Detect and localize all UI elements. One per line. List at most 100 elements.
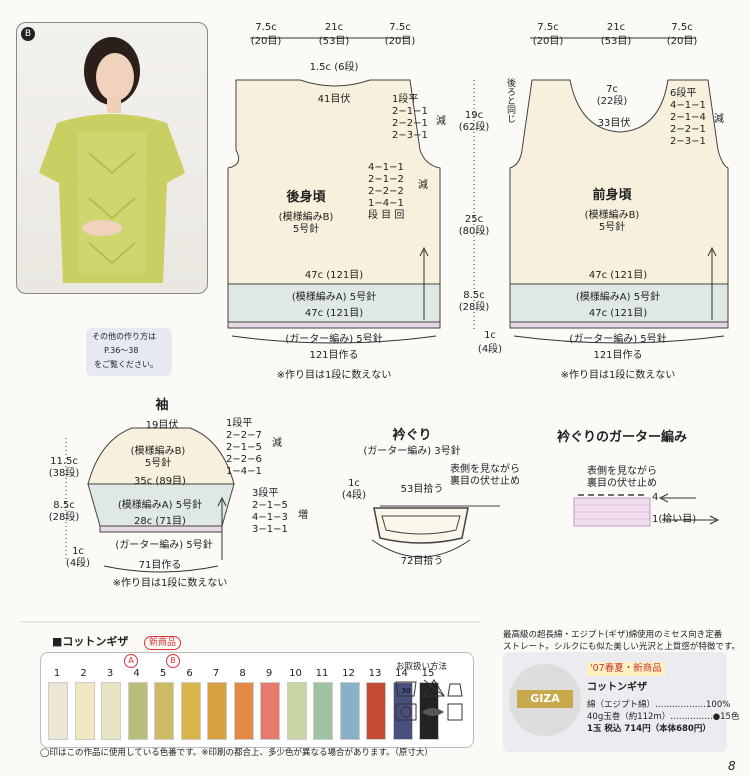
sleeve-inc-step: 4−1−3 [252,512,288,523]
front-shoulder-step: 2−2−1 [670,124,706,135]
sleeve-vdim-rows: (28段) [48,512,80,523]
wash-icon: 30 [395,681,417,697]
vert-dim: 8.5c [463,290,485,301]
yarn-footnote: ◯印はこの作品に使用している色番です。※印刷の都合上、多少色が異なる場合がありま… [40,748,433,758]
svg-text:30: 30 [402,687,411,695]
hand-icon [447,703,463,721]
front-pattern: (模様編みB) [584,210,640,221]
swatch-number: 6 [186,668,193,679]
swatch-number: 9 [265,668,273,679]
yarn-ball-image: GIZA [509,664,581,736]
swatch-number: 3 [106,668,114,679]
neck-note: 裏目の伏せ止め [450,476,520,487]
sleeve-vdim-rows: (38段) [48,468,80,479]
sleeve-note: ※作り目は1段に数えない [112,578,228,589]
front-note: ※作り目は1段に数えない [560,370,676,381]
vert-dim-rows: (28段) [458,302,490,313]
neck-height: 1c [348,478,360,489]
back-dim-stitches: (20目) [250,36,282,47]
note-line: P.36〜38 [104,346,139,355]
sleeve-width-upper: 35c (89目) [134,476,186,487]
front-neck-drop-rows: (22段) [596,96,628,107]
color-swatch [366,682,386,740]
sleeve-needle: 5号針 [144,458,172,469]
swatch-number: 5 [159,668,167,679]
back-arm-step: 1−4−1 [368,198,404,209]
neck-pickup-front: 53目拾う [400,484,444,495]
front-needle: 5号針 [598,222,626,233]
care-label: お取扱い方法 [396,662,448,672]
sleeve-cap-step: 2−1−5 [226,442,262,453]
dry-icon [395,703,417,721]
back-shoulder-step: 2−2−1 [392,118,428,129]
front-shoulder-step: 2−3−1 [670,136,706,147]
sleeve-pattern: (模様編みB) [130,446,186,457]
color-swatch [127,682,148,740]
front-shoulder-dec: 減 [714,114,724,125]
sleeve-inc-step: 2−1−5 [252,500,288,511]
product-weight: 40g玉巻（約112m）……………●15色 [587,712,740,722]
page-number: 8 [728,759,736,773]
front-shoulder-step: 6段平 [670,88,697,99]
flat-dry-icon [422,708,444,716]
product-desc: ストレート。シルクにも似た美しい光沢と上質感が特徴です。 [503,642,740,652]
front-garter-label: (ガーター編み) 5号針 [569,334,667,345]
back-cast-on: 121目作る [309,350,359,361]
garter-row-top: 4 [652,492,659,503]
product-desc: 最高級の超長綿・エジプト(ギザ)綿使用のミセス向き定番 [503,630,723,640]
swatch-number: 7 [212,668,220,679]
swatch-number: 4 [133,668,140,679]
front-band-label: (模様編みA) 5号針 [575,292,661,303]
sleeve-top-bind: 19目伏 [145,420,179,431]
back-dim-width: 7.5c [255,22,277,33]
back-shoulder-step: 1段平 [392,94,419,105]
sleeve-vdim: 8.5c [53,500,75,511]
care-icons: 30 [395,679,463,721]
note-line: その他の作り方は [92,332,156,341]
yarn-new-badge: 新商品 [144,636,182,650]
yarn-heading: ■コットンギザ [52,635,129,648]
color-swatch [339,682,360,740]
sleeve-vdim-rows: (4段) [65,558,91,569]
back-arm-step: 2−1−2 [368,174,404,185]
front-cast-on: 121目作る [593,350,643,361]
marker-b: B [166,654,180,668]
front-neck-bind: 33目伏 [597,118,631,129]
back-width-upper: 47c (121目) [304,270,364,281]
swatch-number: 2 [80,668,87,679]
color-swatch [207,682,227,740]
sleeve-vdim: 11.5c [50,456,78,467]
back-arm-step: 2−2−2 [368,186,404,197]
swatch-number: 8 [239,668,246,679]
swatch-number: 15 [421,668,435,679]
sleeve-cap-dec: 減 [272,438,282,449]
front-dim-stitches: (20目) [666,36,698,47]
neck-band-shape [373,507,469,544]
sleeve-cap-step: 1段平 [226,418,253,429]
back-shoulder-dec: 減 [436,116,446,127]
front-width-upper: 47c (121目) [588,270,648,281]
front-neck-drop: 7c [606,84,618,95]
sleeve-vdim: 1c [72,546,84,557]
product-price: 1玉 税込 714円（本体680円） [587,724,711,734]
product-box: GIZA '07春夏・新商品 コットンギザ 綿（エジプト綿）………………100%… [503,652,739,752]
swatch-number: 12 [342,668,355,679]
front-dim-width: 7.5c [671,22,693,33]
model-photo: B [16,22,208,294]
sleeve-inc-step: 3段平 [252,488,279,499]
reference-note: その他の作り方は P.36〜38 をご覧ください。 [86,328,172,376]
color-swatch [74,682,95,740]
product-name: コットンギザ [587,682,647,693]
front-dim-width: 21c [606,22,626,33]
back-neck-bind: 41目伏 [317,94,351,105]
front-garter-shape [509,321,729,329]
neck-height-rows: (4段) [341,490,367,501]
front-same-note: 後ろと同じ [505,78,515,123]
vert-dim: 19c [464,110,484,121]
back-title: 後身頃 [286,190,326,205]
swatch-number: 13 [368,668,382,679]
garter-title: 衿ぐりのガーター編み [556,430,688,445]
color-swatch [286,682,307,740]
back-needle: 5号針 [292,224,320,235]
back-dim-width: 21c [324,22,344,33]
